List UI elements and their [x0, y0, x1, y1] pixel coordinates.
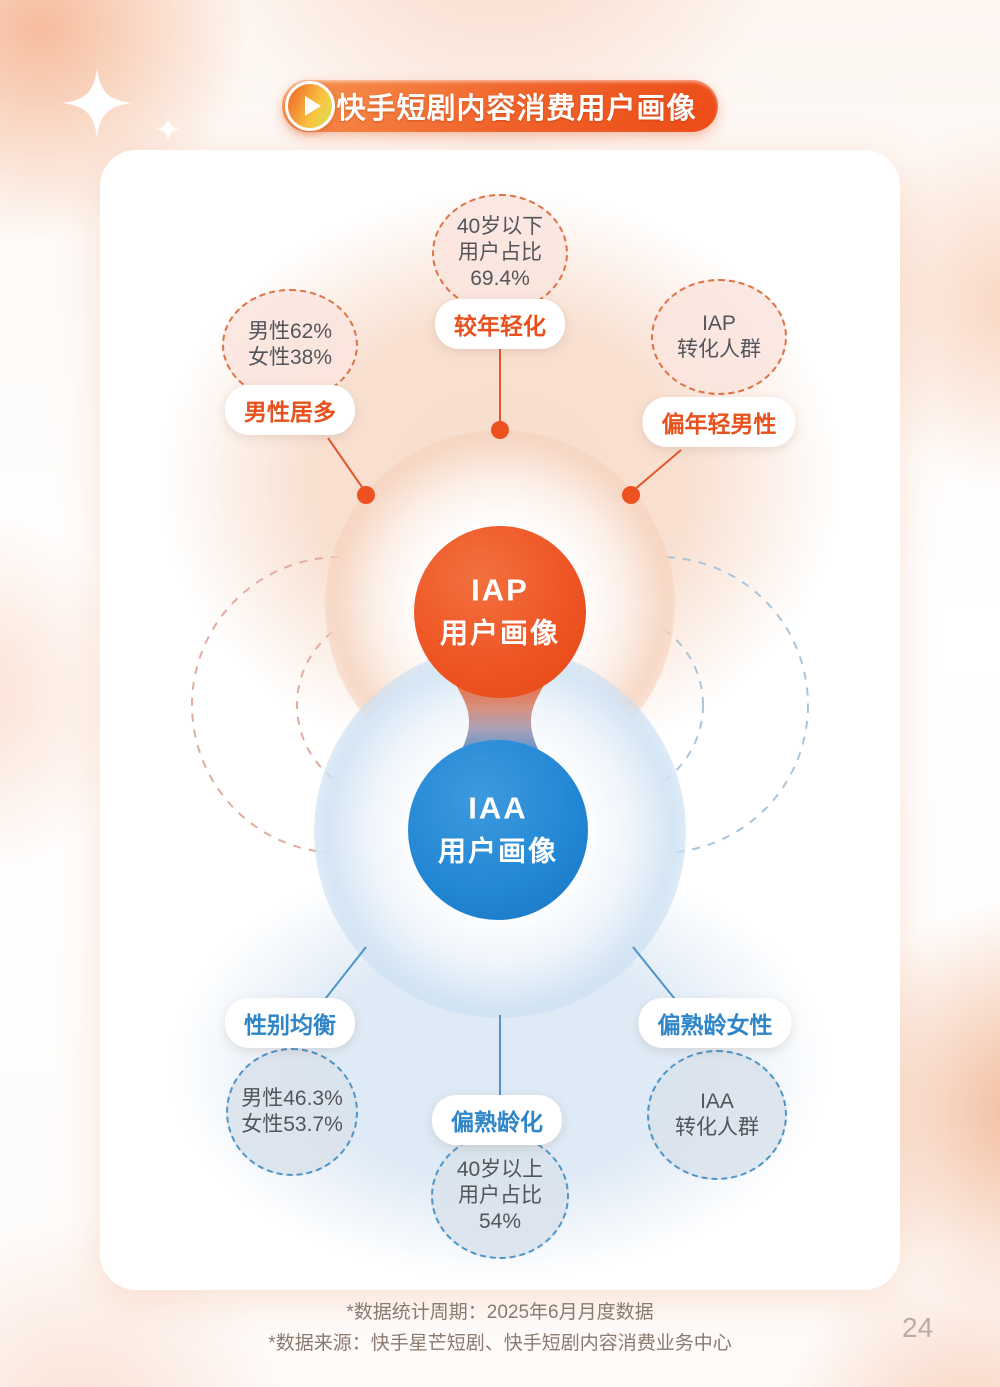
play-icon: [285, 81, 335, 131]
stat-circle-iap-conversion: IAP 转化人群: [651, 279, 787, 395]
connector-right: [633, 449, 682, 491]
sparkle-icon: [62, 68, 181, 142]
iap-circle-label: IAP 用户画像: [439, 572, 561, 649]
footnotes: *数据统计周期：2025年6月月度数据 *数据来源：快手星芒短剧、快手短剧内容消…: [0, 1297, 1000, 1359]
stat-circle-age-over-40: 40岁以上 用户占比 54%: [431, 1133, 569, 1259]
play-triangle-icon: [304, 96, 321, 116]
stat-circle-iaa-conversion: IAA 转化人群: [647, 1050, 787, 1180]
iaa-circle: [408, 740, 588, 920]
connector-dot-right: [622, 486, 640, 504]
label-young-male: 偏年轻男性: [642, 397, 796, 447]
diagram-card: IAP 用户画像 IAA 用户画像 40岁以下 用户占比 69.4% 男性62%…: [100, 150, 900, 1290]
page-title-badge: 快手短剧内容消费用户画像: [282, 80, 718, 132]
label-more-mature: 偏熟龄化: [432, 1095, 562, 1145]
label-mature-female: 偏熟龄女性: [638, 998, 792, 1048]
stat-circle-iaa-gender: 男性46.3% 女性53.7%: [226, 1048, 358, 1176]
page-number: 24: [902, 1312, 934, 1343]
connector-bottom-right: [632, 946, 679, 1004]
connector-left: [327, 437, 365, 491]
label-younger: 较年轻化: [435, 299, 565, 349]
connector-dot-left: [357, 486, 375, 504]
connector-bottom-left: [321, 946, 367, 1004]
footnote-period: *数据统计周期：2025年6月月度数据: [346, 1302, 654, 1323]
iaa-circle-label: IAA 用户画像: [437, 790, 559, 867]
page-title: 快手短剧内容消费用户画像: [336, 93, 697, 125]
stat-circle-iap-gender: 男性62% 女性38%: [222, 289, 358, 401]
connector-dot-top: [491, 421, 509, 439]
iap-circle: [414, 526, 586, 698]
footnote-source: *数据来源：快手星芒短剧、快手短剧内容消费业务中心: [268, 1333, 732, 1354]
stat-circle-age-under-40: 40岁以下 用户占比 69.4%: [432, 194, 568, 312]
label-mostly-male: 男性居多: [225, 385, 355, 435]
label-gender-balanced: 性别均衡: [225, 998, 355, 1048]
